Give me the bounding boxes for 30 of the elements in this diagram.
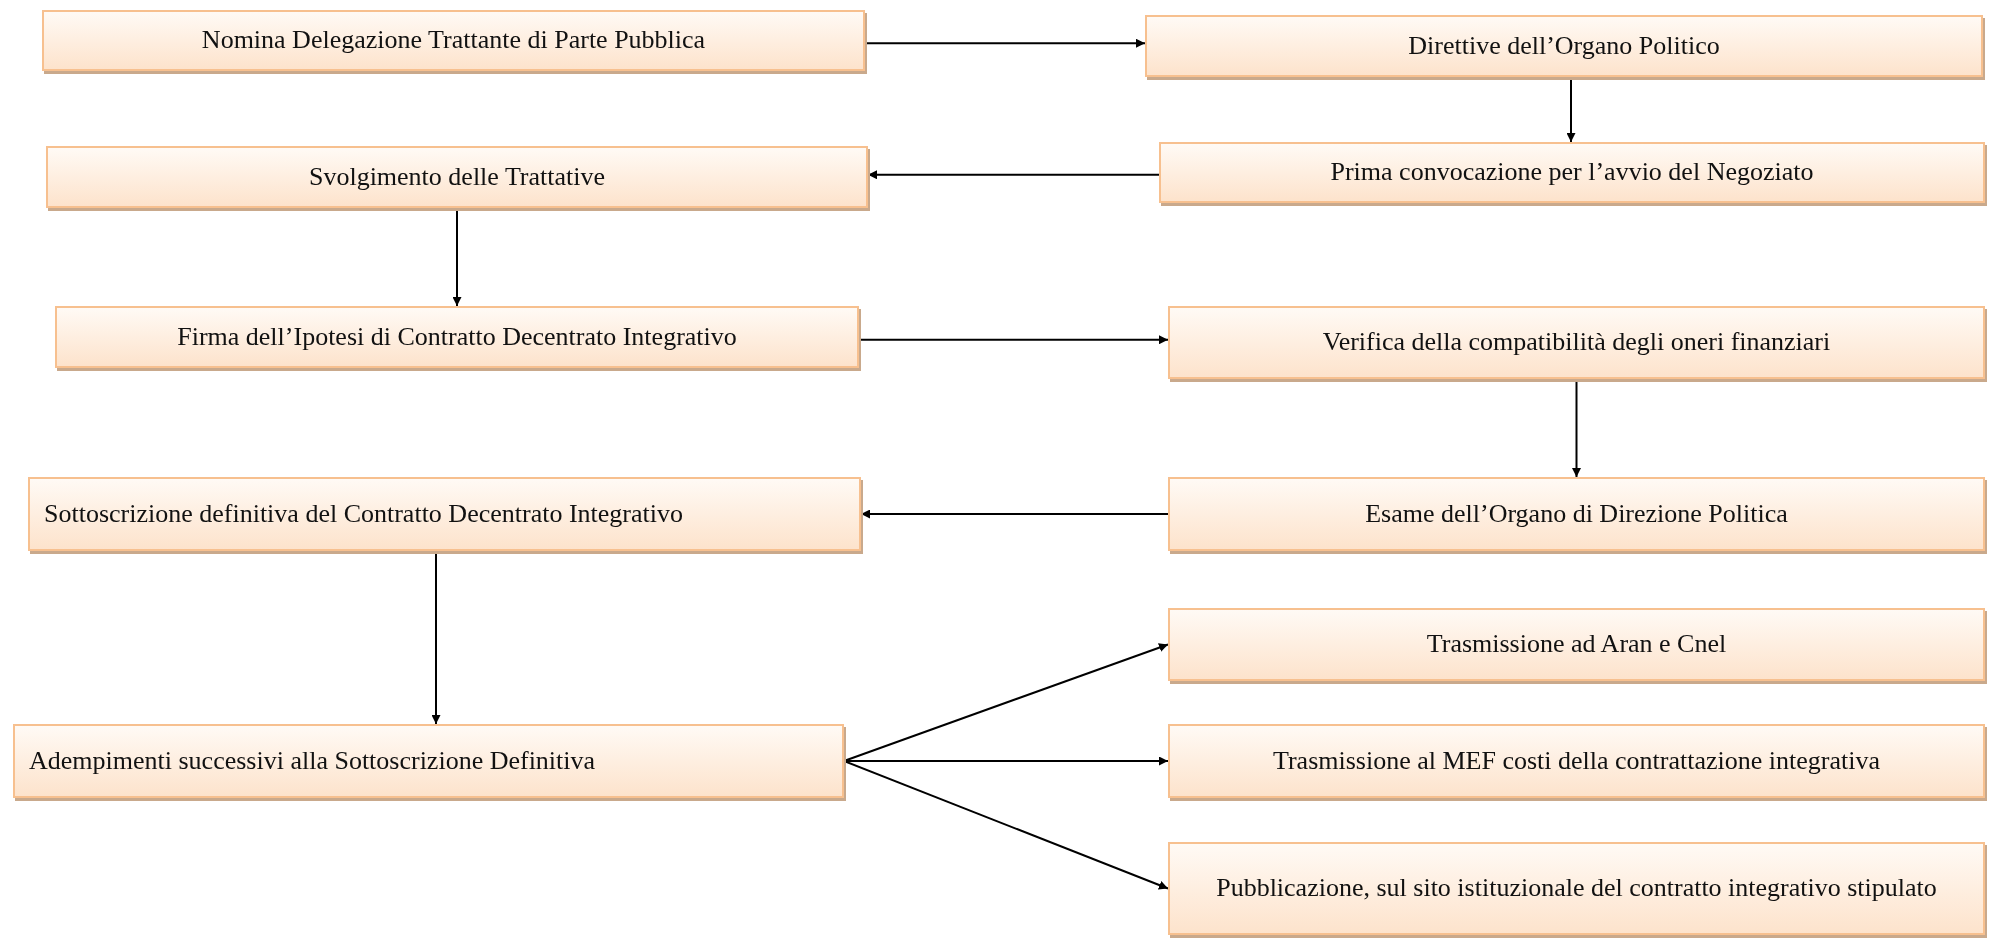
process-box <box>13 724 844 798</box>
box-text: Pubblicazione, sul sito istituzionale del contratto integrativo stipulato <box>1216 872 1937 905</box>
arrow <box>843 643 1169 762</box>
box-text: Prima convocazione per l’avvio del Negoziato <box>1330 156 1814 189</box>
arrow <box>867 170 1160 180</box>
process-box <box>1168 608 1985 681</box>
arrow <box>864 38 1146 48</box>
process-box <box>1168 477 1985 551</box>
box-text: Verifica della compatibilità degli oneri finanziari <box>1322 326 1831 359</box>
box-text: Sottoscrizione definitiva del Contratto Decentrato Integrativo <box>44 497 683 530</box>
box-text: Direttive dell’Organo Politico <box>1408 29 1720 62</box>
process-box <box>28 477 861 551</box>
process-box <box>1168 724 1985 798</box>
box-text: Nomina Delegazione Trattante di Parte Pubblica <box>201 24 706 57</box>
arrow <box>858 335 1169 345</box>
process-box <box>1168 306 1985 379</box>
process-box <box>55 306 859 368</box>
process-box <box>42 10 865 71</box>
process-box <box>1145 15 1983 77</box>
arrow <box>860 509 1169 519</box>
box-text: Adempimenti successivi alla Sottoscrizione Definitiva <box>29 744 596 777</box>
box-text: Trasmissione ad Aran e Cnel <box>1426 628 1727 661</box>
process-box <box>1168 842 1985 935</box>
box-text: Esame dell’Organo di Direzione Politica <box>1365 497 1788 530</box>
arrow <box>843 760 1169 890</box>
box-text: Svolgimento delle Trattative <box>308 160 606 193</box>
box-text: Firma dell’Ipotesi di Contratto Decentrato Integrativo <box>177 320 737 353</box>
process-box <box>1159 142 1985 203</box>
process-box <box>46 146 868 208</box>
box-text: Trasmissione al MEF costi della contrattazione integrativa <box>1273 744 1880 777</box>
